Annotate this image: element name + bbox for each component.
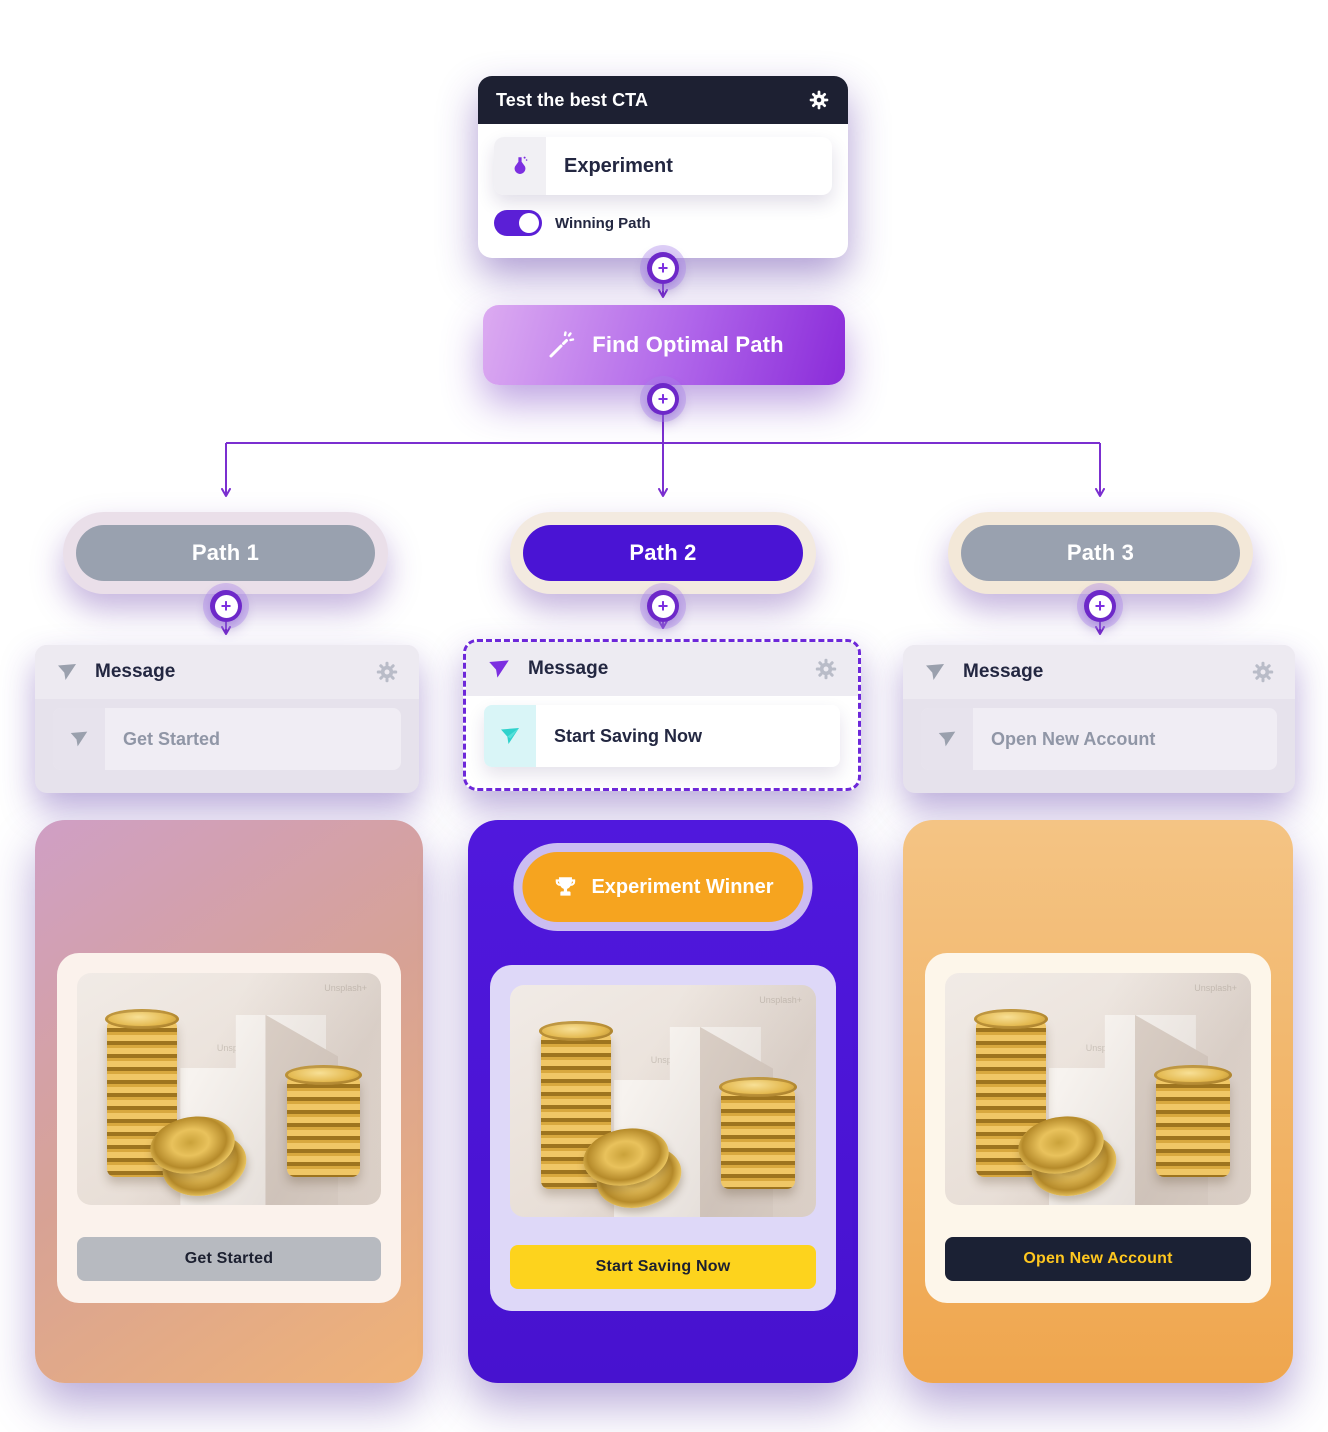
find-optimal-path-button[interactable]: Find Optimal Path	[483, 305, 845, 385]
magic-wand-icon	[549, 331, 575, 358]
experiment-node: Test the best CTA	[478, 76, 848, 258]
message-card-path1[interactable]: Message	[35, 645, 419, 793]
coins-photo: Unsplash+ Unsplash+	[77, 973, 381, 1205]
send-icon	[926, 664, 944, 680]
path2-node[interactable]: Path 2	[510, 512, 816, 594]
experiment-node-header: Test the best CTA	[478, 76, 848, 124]
photo-watermark: Unsplash+	[759, 995, 802, 1005]
path1-label: Path 1	[76, 525, 375, 581]
gear-icon[interactable]	[808, 89, 830, 111]
path3-label: Path 3	[961, 525, 1240, 581]
toggle-knob	[519, 213, 539, 233]
message-content-row[interactable]: Start Saving Now	[484, 705, 840, 767]
preview-cta-button[interactable]: Get Started	[77, 1237, 381, 1281]
flask-icon	[494, 137, 546, 195]
photo-watermark: Unsplash+	[1194, 983, 1237, 993]
preview-card-path3: Unsplash+ Unsplash+ Open New Account	[903, 820, 1293, 1383]
add-step-button-top[interactable]: +	[647, 252, 679, 284]
send-icon	[58, 664, 76, 680]
gear-icon[interactable]	[1251, 660, 1275, 684]
add-step-button-optimal[interactable]: +	[647, 383, 679, 415]
message-card-title: Message	[95, 661, 176, 682]
send-icon	[489, 660, 509, 678]
add-step-button-path2[interactable]: +	[647, 590, 679, 622]
coins-photo: Unsplash+ Unsplash+	[945, 973, 1251, 1205]
trophy-icon	[555, 877, 576, 896]
add-step-button-path1[interactable]: +	[210, 590, 242, 622]
photo-watermark: Unsplash+	[324, 983, 367, 993]
creative-card: Unsplash+ Unsplash+ Get Started	[57, 953, 401, 1303]
coins-photo: Unsplash+ Unsplash+	[510, 985, 816, 1217]
preview-card-path2: Experiment Winner Unsplash+ Unsplash+ St…	[468, 820, 858, 1383]
gear-icon[interactable]	[375, 660, 399, 684]
path2-label: Path 2	[523, 525, 803, 581]
winning-path-toggle[interactable]	[494, 210, 542, 236]
message-content-row[interactable]: Open New Account	[921, 708, 1277, 770]
message-content-row[interactable]: Get Started	[53, 708, 401, 770]
experiment-step[interactable]: Experiment	[494, 137, 832, 195]
experiment-winner-badge: Experiment Winner	[513, 843, 813, 931]
preview-cta-button[interactable]: Start Saving Now	[510, 1245, 816, 1289]
message-card-path2-selected[interactable]: Message	[463, 639, 861, 791]
message-cta-text: Get Started	[123, 728, 221, 749]
preview-cta-button[interactable]: Open New Account	[945, 1237, 1251, 1281]
path3-node[interactable]: Path 3	[948, 512, 1253, 594]
creative-card: Unsplash+ Unsplash+ Start Saving Now	[490, 965, 836, 1311]
find-optimal-path-label: Find Optimal Path	[592, 332, 784, 357]
winning-path-label: Winning Path	[555, 214, 651, 232]
message-card-path3[interactable]: Message	[903, 645, 1295, 793]
message-cta-text: Start Saving Now	[554, 725, 703, 746]
experiment-step-label: Experiment	[564, 154, 673, 177]
experiment-node-title: Test the best CTA	[496, 89, 649, 110]
add-step-button-path3[interactable]: +	[1084, 590, 1116, 622]
experiment-winner-label: Experiment Winner	[591, 875, 774, 898]
send-icon	[921, 708, 973, 770]
message-card-title: Message	[963, 661, 1044, 682]
gear-icon[interactable]	[814, 657, 838, 681]
send-icon	[484, 705, 536, 767]
path1-node[interactable]: Path 1	[63, 512, 388, 594]
message-card-title: Message	[528, 658, 609, 679]
creative-card: Unsplash+ Unsplash+ Open New Account	[925, 953, 1271, 1303]
message-cta-text: Open New Account	[991, 728, 1156, 749]
preview-card-path1: Unsplash+ Unsplash+ Get Started	[35, 820, 423, 1383]
send-icon	[53, 708, 105, 770]
